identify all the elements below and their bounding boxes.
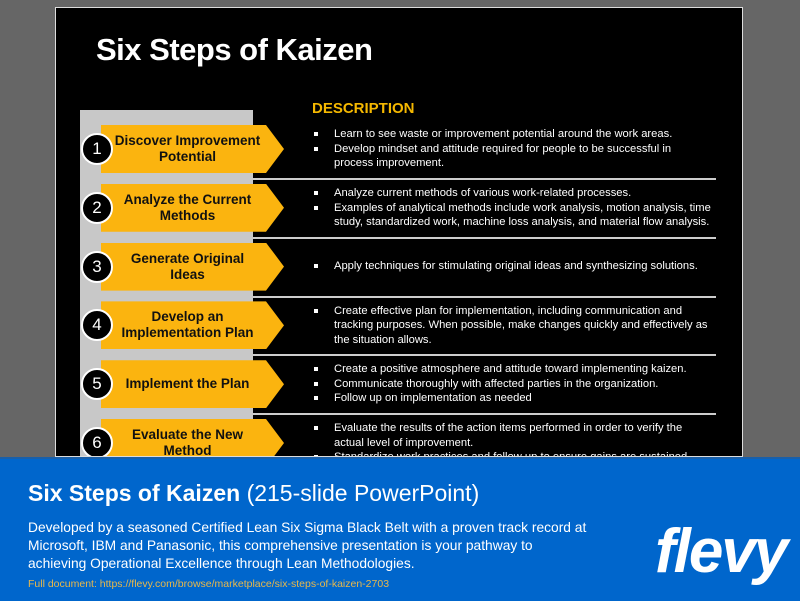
step-arrow: Generate Original Ideas	[101, 242, 284, 291]
step-number: 5	[81, 368, 113, 401]
step-label: Implement the Plan	[125, 376, 250, 392]
description-bullet: Analyze current methods of various work-…	[312, 186, 712, 201]
description-bullet: Create effective plan for implementation…	[312, 304, 712, 348]
description-bullet: Apply techniques for stimulating origina…	[312, 259, 712, 274]
step-label: Evaluate the New Method	[131, 427, 244, 457]
description-bullet: Communicate thoroughly with affected par…	[312, 377, 712, 392]
step-description: Evaluate the results of the action items…	[312, 415, 712, 456]
step-label: Generate Original Ideas	[130, 250, 245, 282]
step-number: 6	[81, 427, 113, 456]
banner-subtitle: (215-slide PowerPoint)	[246, 480, 480, 506]
promo-banner: Six Steps of Kaizen (215-slide PowerPoin…	[0, 457, 800, 601]
description-bullet: Create a positive atmosphere and attitud…	[312, 362, 712, 377]
step-arrow: Develop an Implementation Plan	[101, 301, 284, 350]
description-bullet: Develop mindset and attitude required fo…	[312, 142, 712, 171]
step-arrow: Discover Improvement Potential	[101, 125, 284, 173]
step-label: Develop an Implementation Plan	[121, 309, 254, 341]
banner-title: Six Steps of Kaizen (215-slide PowerPoin…	[28, 480, 479, 507]
flevy-logo: flevy	[655, 517, 788, 586]
description-header: DESCRIPTION	[312, 100, 415, 117]
description-bullet: Standardize work practices and follow up…	[312, 450, 712, 456]
description-bullet: Learn to see waste or improvement potent…	[312, 127, 712, 142]
banner-description: Developed by a seasoned Certified Lean S…	[28, 520, 587, 571]
step-arrow: Analyze the Current Methods	[101, 183, 284, 232]
step-description: Create a positive atmosphere and attitud…	[312, 356, 712, 412]
step-number: 2	[81, 191, 113, 224]
step-label: Discover Improvement Potential	[114, 133, 261, 164]
description-bullet: Evaluate the results of the action items…	[312, 421, 712, 450]
row-divider	[253, 295, 716, 298]
description-bullet: Examples of analytical methods include w…	[312, 201, 712, 230]
banner-title-main: Six Steps of Kaizen	[28, 480, 241, 506]
step-number: 4	[81, 309, 113, 342]
step-description: Create effective plan for implementation…	[312, 297, 712, 353]
step-description: Apply techniques for stimulating origina…	[312, 239, 712, 295]
step-arrow: Implement the Plan	[101, 360, 284, 409]
step-description: Analyze current methods of various work-…	[312, 180, 712, 236]
step-arrow: Evaluate the New Method	[101, 419, 284, 457]
row-divider	[253, 178, 716, 180]
step-number: 1	[81, 133, 113, 165]
step-description: Learn to see waste or improvement potent…	[312, 121, 712, 177]
slide: Six Steps of Kaizen DESCRIPTION Discover…	[55, 7, 743, 457]
step-number: 3	[81, 250, 113, 283]
row-divider	[253, 236, 716, 239]
row-divider	[253, 354, 716, 357]
description-bullet: Follow up on implementation as needed	[312, 391, 712, 406]
slide-title: Six Steps of Kaizen	[96, 32, 373, 67]
step-label: Analyze the Current Methods	[123, 191, 252, 223]
row-divider	[253, 413, 716, 416]
full-document-link[interactable]: Full document: https://flevy.com/browse/…	[28, 578, 390, 590]
